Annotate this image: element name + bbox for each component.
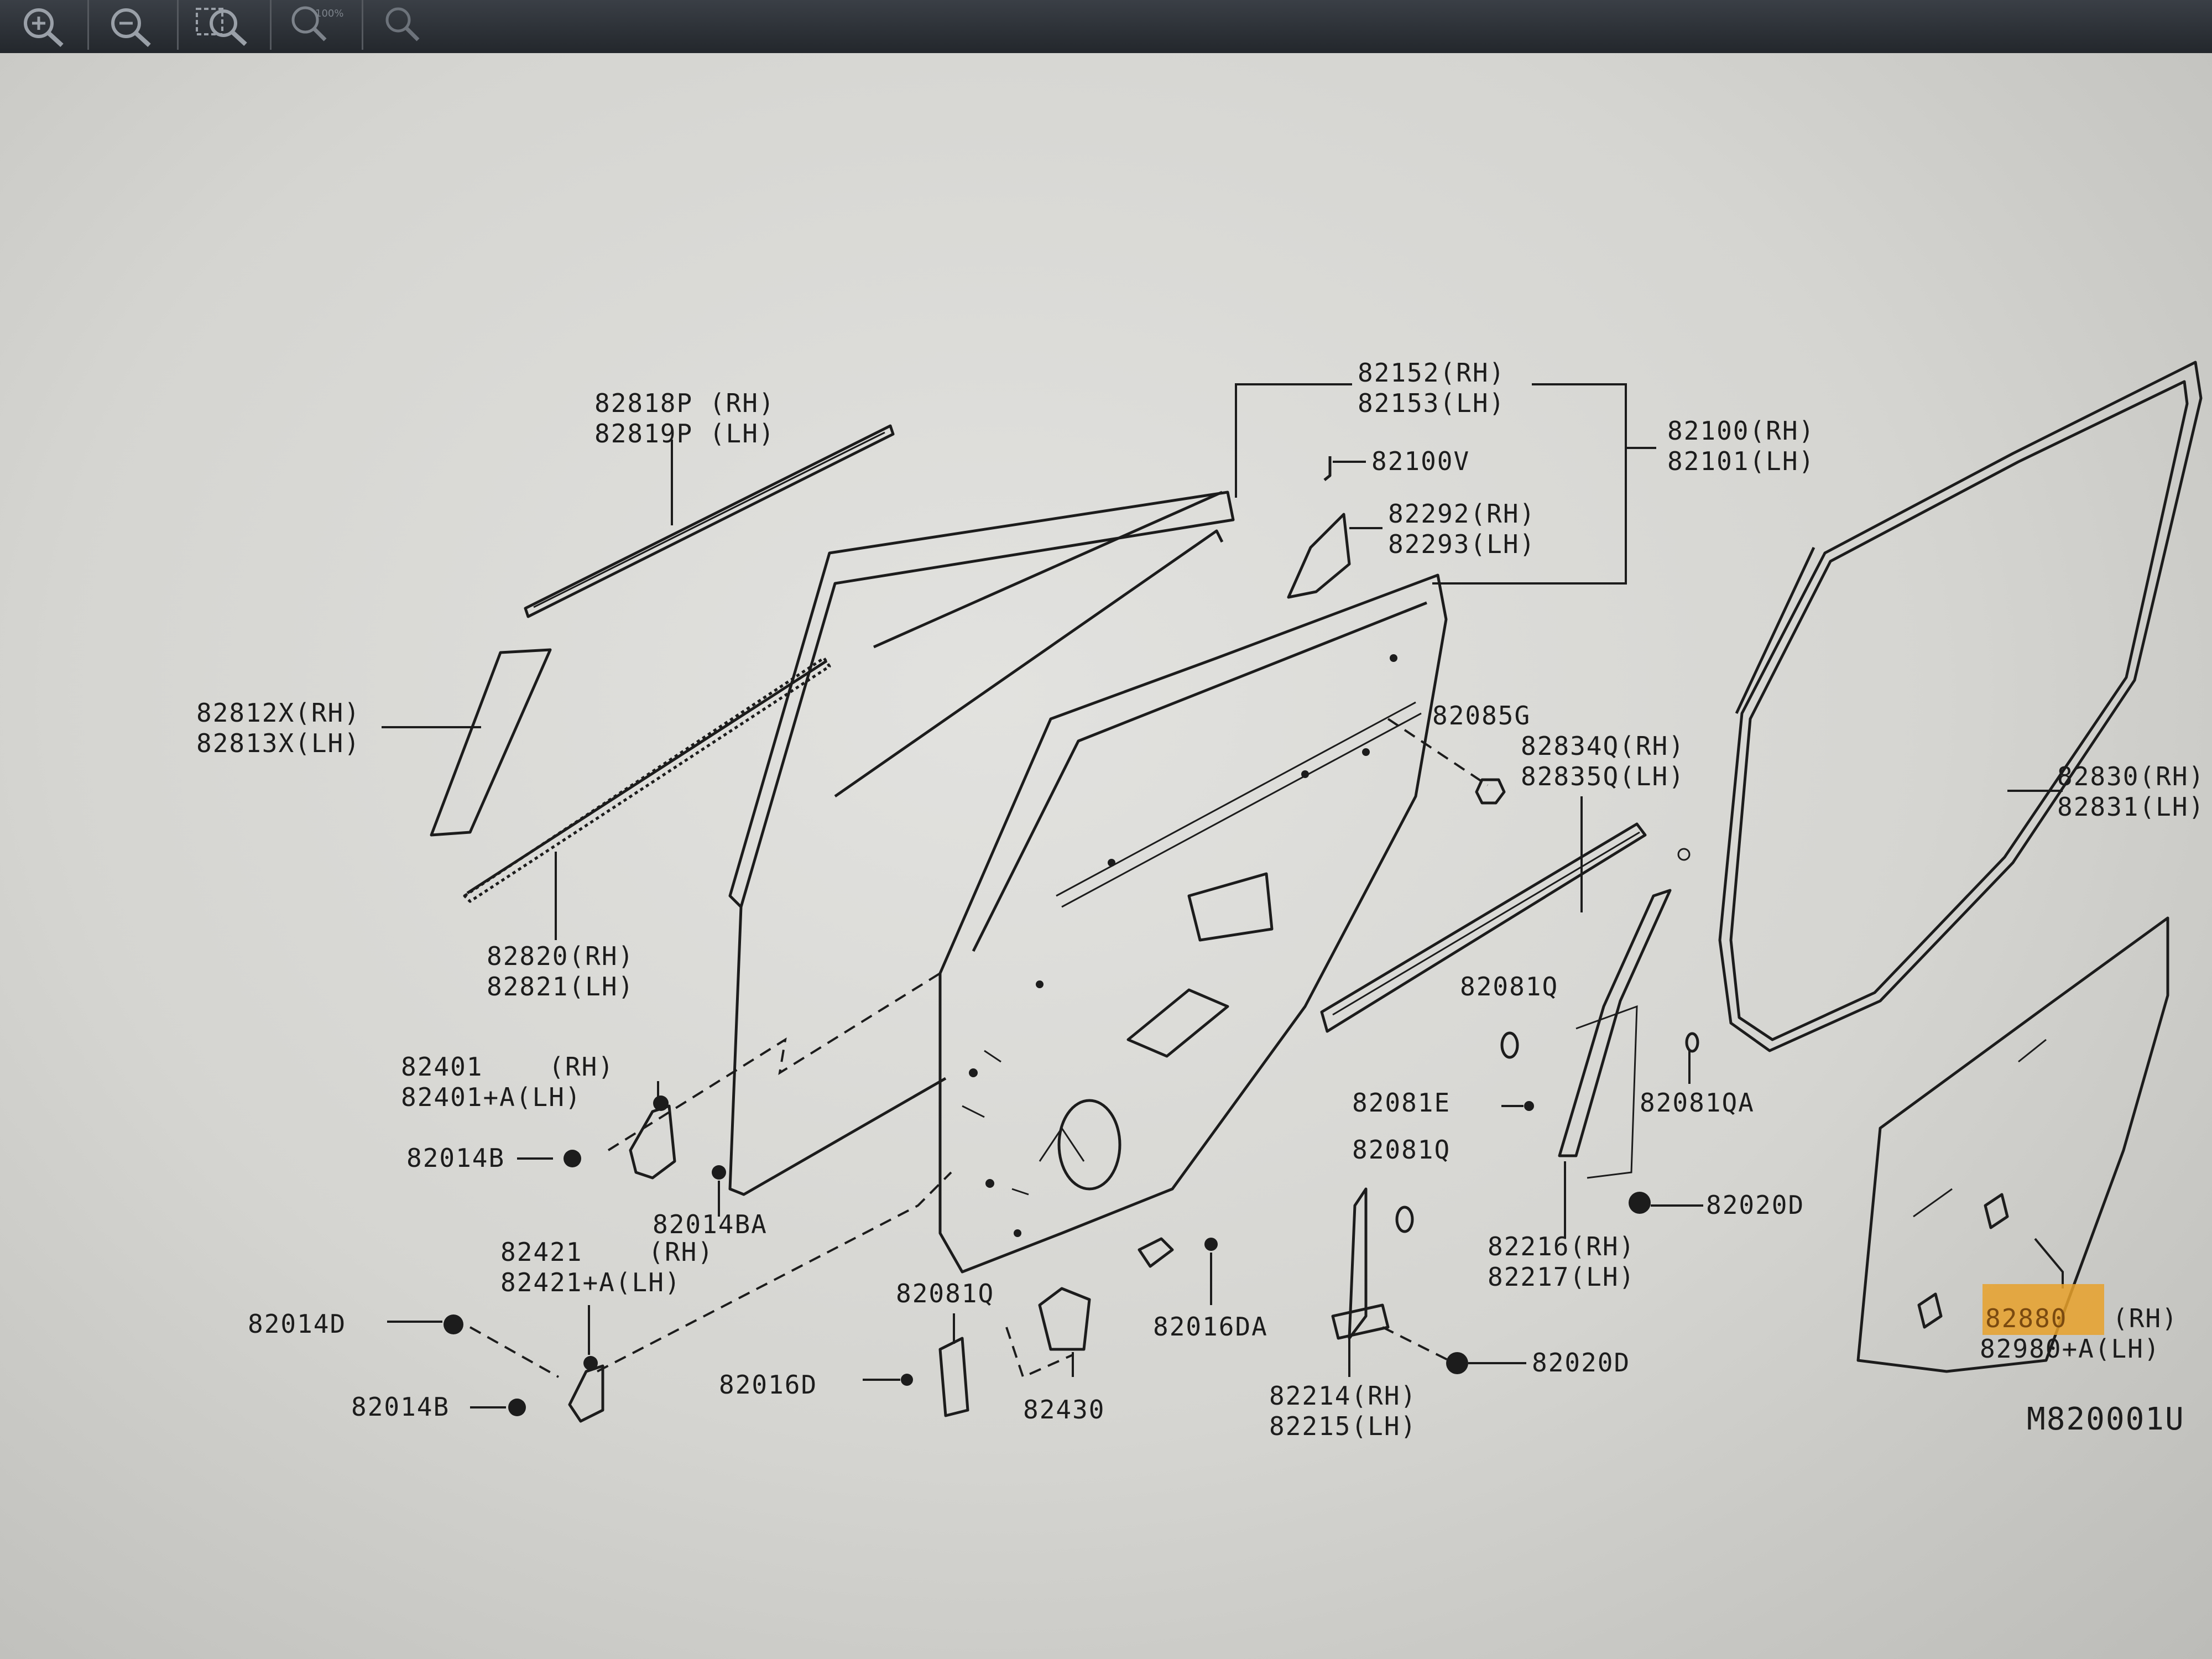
label-82401a[interactable]: 82401+A(LH)	[401, 1082, 582, 1112]
zoom-100-button[interactable]: 100%	[270, 0, 363, 50]
part-labels: 82818P (RH) 82819P (LH) 82812X(RH) 82813…	[196, 358, 2205, 1441]
zoom-out-button[interactable]	[87, 0, 179, 50]
rear-sash-part[interactable]	[1558, 889, 1672, 1179]
label-82820[interactable]: 82820(RH)	[487, 941, 634, 971]
grommet-82085g-part[interactable]	[1387, 718, 1506, 805]
clip-82081e-part[interactable]	[1524, 1101, 1534, 1111]
label-82014ba[interactable]: 82014BA	[653, 1209, 768, 1239]
small-plug-part	[1677, 848, 1691, 861]
label-82020d-b[interactable]: 82020D	[1532, 1348, 1630, 1378]
diagram-code: M820001U	[2027, 1401, 2185, 1437]
nut-82020d-a-part[interactable]	[1629, 1192, 1651, 1214]
zoom-in-button[interactable]	[0, 0, 89, 50]
label-82014b-b[interactable]: 82014B	[351, 1392, 450, 1422]
label-82421[interactable]: 82421 (RH)	[500, 1237, 714, 1267]
zoom-out-icon	[111, 8, 151, 47]
corner-piece-part[interactable]	[1287, 513, 1351, 599]
plug-82081q-a-part[interactable]	[1500, 1031, 1519, 1059]
label-82401[interactable]: 82401 (RH)	[401, 1052, 614, 1082]
label-82980a[interactable]: 82980+A(LH)	[1980, 1334, 2161, 1364]
label-82821[interactable]: 82821(LH)	[487, 972, 634, 1001]
bolt-82014d-part[interactable]	[444, 1314, 463, 1334]
search-icon	[385, 7, 420, 41]
plug-82081q-b-part[interactable]	[1395, 1206, 1414, 1233]
zoom-in-icon	[24, 8, 64, 47]
sealing-screen-part[interactable]	[1856, 916, 2169, 1373]
highlight-box	[1983, 1284, 2104, 1335]
label-82880[interactable]: 82880	[1985, 1303, 2067, 1333]
label-82153[interactable]: 82153(LH)	[1358, 388, 1505, 418]
label-82016d[interactable]: 82016D	[719, 1370, 817, 1400]
label-82081q-a[interactable]: 82081Q	[896, 1279, 994, 1308]
glass-run-front-part[interactable]	[524, 424, 895, 618]
label-82217[interactable]: 82217(LH)	[1488, 1262, 1635, 1292]
nut-82020d-b-part[interactable]	[1446, 1352, 1468, 1374]
outside-moulding-part[interactable]	[463, 656, 831, 903]
label-82081q-b[interactable]: 82081Q	[1460, 972, 1558, 1001]
plug-82081qa-part[interactable]	[1685, 1032, 1699, 1053]
leader-lines	[382, 383, 2064, 1408]
label-82214[interactable]: 82214(RH)	[1269, 1381, 1417, 1411]
bolt-82014b-b-part[interactable]	[508, 1399, 526, 1416]
weatherstrip-part[interactable]	[1718, 361, 2203, 1052]
assembly-line-lower	[597, 1171, 952, 1373]
bolt-82100v-part[interactable]	[1323, 456, 1332, 481]
label-82016da[interactable]: 82016DA	[1153, 1312, 1268, 1342]
label-82834q[interactable]: 82834Q(RH)	[1521, 731, 1685, 761]
sash-cover-part[interactable]	[430, 648, 552, 837]
label-82430[interactable]: 82430	[1023, 1395, 1105, 1425]
label-82818p[interactable]: 82818P (RH)	[594, 388, 775, 418]
label-82100v[interactable]: 82100V	[1371, 446, 1470, 476]
search-button[interactable]	[362, 0, 456, 50]
label-82081q-c[interactable]: 82081Q	[1352, 1135, 1451, 1165]
label-82081e[interactable]: 82081E	[1352, 1088, 1451, 1118]
label-82835q[interactable]: 82835Q(LH)	[1521, 761, 1685, 791]
plug-center-part[interactable]	[938, 1337, 969, 1417]
label-82421a[interactable]: 82421+A(LH)	[500, 1267, 681, 1297]
zoom-100-icon: 100%	[291, 6, 343, 41]
zoom-region-button[interactable]	[177, 0, 272, 50]
label-82014d[interactable]: 82014D	[248, 1309, 346, 1339]
label-82292[interactable]: 82292(RH)	[1388, 499, 1536, 529]
zoom-region-icon	[196, 8, 247, 46]
label-82081qa[interactable]: 82081QA	[1640, 1088, 1755, 1118]
label-82830[interactable]: 82830(RH)	[2057, 761, 2205, 791]
label-82014b-a[interactable]: 82014B	[406, 1143, 505, 1173]
check-link-part[interactable]	[1005, 1237, 1174, 1379]
viewer-toolbar: 100%	[0, 0, 2212, 53]
label-82020d-a[interactable]: 82020D	[1706, 1190, 1804, 1220]
inner-seal-part[interactable]	[1320, 822, 1647, 1033]
door-inner-panel-part[interactable]	[938, 573, 1448, 1274]
label-82831[interactable]: 82831(LH)	[2057, 792, 2205, 822]
hinge-upper-part[interactable]	[629, 1095, 676, 1180]
bolt-82014b-a-part[interactable]	[564, 1150, 581, 1167]
door-outer-shell	[728, 491, 1235, 1196]
label-82880-side: (RH)	[2112, 1303, 2178, 1333]
label-82812x[interactable]: 82812X(RH)	[196, 698, 361, 728]
diagram-screen	[0, 53, 2212, 1659]
hinge-lower-part[interactable]	[568, 1356, 604, 1423]
label-82216[interactable]: 82216(RH)	[1488, 1232, 1635, 1261]
bolt-82014ba-part[interactable]	[712, 1165, 726, 1180]
label-82293[interactable]: 82293(LH)	[1388, 529, 1536, 559]
zoom-100-label: 100%	[315, 8, 343, 19]
label-82100[interactable]: 82100(RH)	[1667, 416, 1815, 446]
assembly-line-upper	[607, 972, 941, 1151]
label-82085g[interactable]: 82085G	[1432, 701, 1531, 731]
label-82813x[interactable]: 82813X(LH)	[196, 728, 361, 758]
label-82819p[interactable]: 82819P (LH)	[594, 419, 775, 448]
regulator-part[interactable]	[1331, 1187, 1449, 1361]
screw-82016da-part[interactable]	[1204, 1238, 1218, 1251]
screw-82016d-part[interactable]	[901, 1374, 913, 1386]
label-82215[interactable]: 82215(LH)	[1269, 1411, 1417, 1441]
label-82101[interactable]: 82101(LH)	[1667, 446, 1815, 476]
assembly-line-bolt	[469, 1326, 559, 1378]
label-82152[interactable]: 82152(RH)	[1358, 358, 1505, 388]
